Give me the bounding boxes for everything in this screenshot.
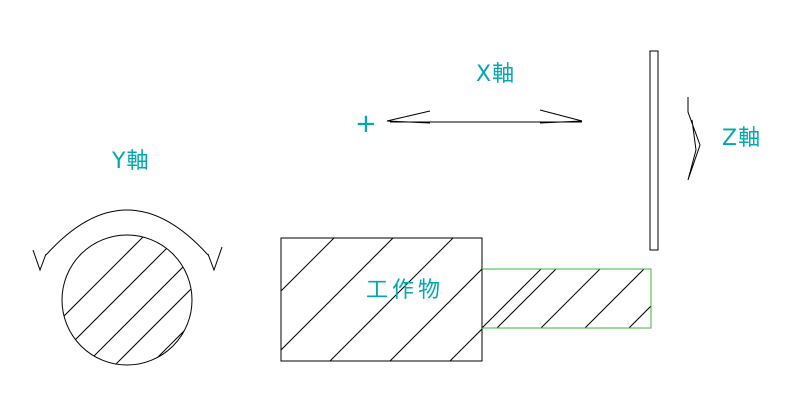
workpiece-label: 工作物 xyxy=(366,278,445,303)
workpiece-block xyxy=(280,237,483,362)
z-axis-tool-plate xyxy=(649,50,659,251)
z-axis-arrow xyxy=(687,97,701,181)
workpiece-extension xyxy=(482,268,652,329)
y-axis-label: Y軸 xyxy=(112,149,150,174)
x-axis-arrow xyxy=(386,109,583,124)
z-axis-label: Z軸 xyxy=(722,126,762,151)
x-axis-label: X軸 xyxy=(476,62,516,87)
plus-direction-label: + xyxy=(355,109,377,139)
y-rotation-arrow xyxy=(32,209,223,272)
workpiece-cross-section xyxy=(61,234,193,366)
